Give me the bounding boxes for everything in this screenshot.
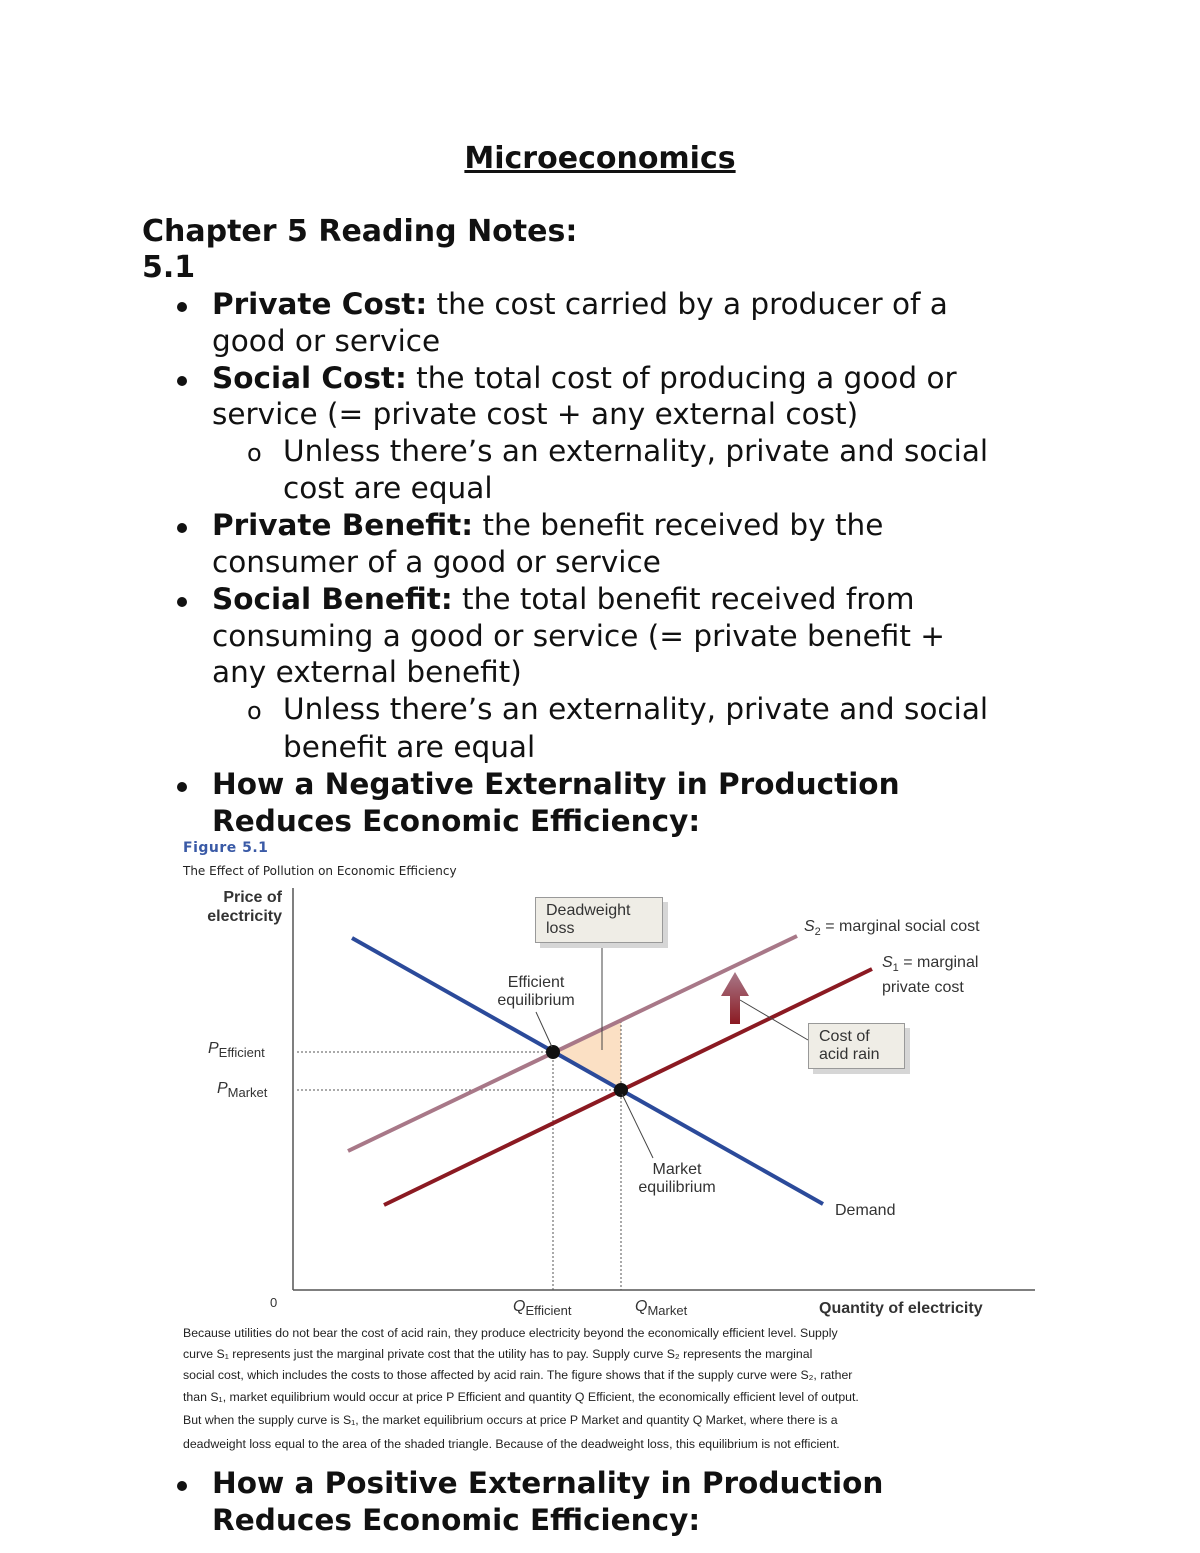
- list-item-text: consumer of a good or service: [212, 545, 661, 579]
- p-efficient-label: PEfficient: [208, 1040, 265, 1061]
- shift-arrow-icon: [721, 972, 749, 1024]
- demand-curve: [351, 936, 824, 1206]
- list-item-private-benefit: Private Benefit: the benefit received by…: [212, 508, 884, 542]
- market-equilibrium-point: [614, 1083, 628, 1097]
- list-item-private-cost: Private Cost: the cost carried by a prod…: [212, 287, 948, 321]
- x-axis-label: Quantity of electricity: [819, 1300, 983, 1317]
- list-heading-positive: How a Positive Externality in Production: [212, 1466, 884, 1500]
- deadweight-loss-triangle: [553, 1021, 621, 1090]
- s1-curve: [383, 967, 873, 1207]
- sub-item-text: Unless there’s an externality, private a…: [283, 692, 989, 726]
- figure-caption-line: deadweight loss equal to the area of the…: [183, 1437, 840, 1451]
- demand-label: Demand: [835, 1202, 896, 1219]
- list-heading-positive: Reduces Economic Efficiency:: [212, 1503, 701, 1537]
- list-item-text: good or service: [212, 324, 441, 358]
- figure-number: Figure 5.1: [183, 840, 269, 856]
- bullet-icon: [177, 782, 187, 792]
- section-number: 5.1: [142, 250, 196, 285]
- guide-lines: [297, 1021, 622, 1290]
- origin-label: 0: [270, 1295, 278, 1310]
- q-efficient-label: QEfficient: [513, 1298, 572, 1319]
- sub-item-text: cost are equal: [283, 471, 493, 505]
- list-item-text: consuming a good or service (= private b…: [212, 619, 945, 653]
- figure-caption-line: social cost, which includes the costs to…: [183, 1368, 853, 1382]
- list-item-social-cost: Social Cost: the total cost of producing…: [212, 361, 957, 395]
- bullet-icon: [177, 597, 187, 607]
- list-item-text: service (= private cost + any external c…: [212, 397, 859, 431]
- figure-caption-line: curve S₁ represents just the marginal pr…: [183, 1347, 813, 1361]
- bullet-icon: [177, 302, 187, 312]
- figure-caption-line: Because utilities do not bear the cost o…: [183, 1326, 838, 1340]
- bullet-icon: [177, 523, 187, 533]
- q-market-label: QMarket: [635, 1298, 688, 1319]
- list-item-text: any external benefit): [212, 655, 522, 689]
- chapter-heading: Chapter 5 Reading Notes:: [142, 214, 578, 249]
- document-title: Microeconomics: [464, 141, 736, 176]
- s2-label: S2 = marginal social cost: [804, 918, 980, 939]
- list-heading-negative: How a Negative Externality in Production: [212, 767, 900, 801]
- bullet-icon: [177, 1481, 187, 1491]
- figure-caption-line: But when the supply curve is S₁, the mar…: [183, 1413, 838, 1427]
- figure-subtitle: The Effect of Pollution on Economic Effi…: [183, 864, 457, 878]
- bullet-icon: [177, 376, 187, 386]
- sub-item-text: benefit are equal: [283, 730, 536, 764]
- p-market-label: PMarket: [217, 1080, 268, 1101]
- efficient-equilibrium-point: [546, 1045, 560, 1059]
- sub-item-text: Unless there’s an externality, private a…: [283, 434, 989, 468]
- list-heading-negative: Reduces Economic Efficiency:: [212, 804, 701, 838]
- s2-curve: [347, 934, 798, 1153]
- list-item-social-benefit: Social Benefit: the total benefit receiv…: [212, 582, 915, 616]
- figure-caption-line: than S₁, market equilibrium would occur …: [183, 1390, 859, 1404]
- circle-bullet-icon: o: [247, 439, 262, 467]
- circle-bullet-icon: o: [247, 697, 262, 725]
